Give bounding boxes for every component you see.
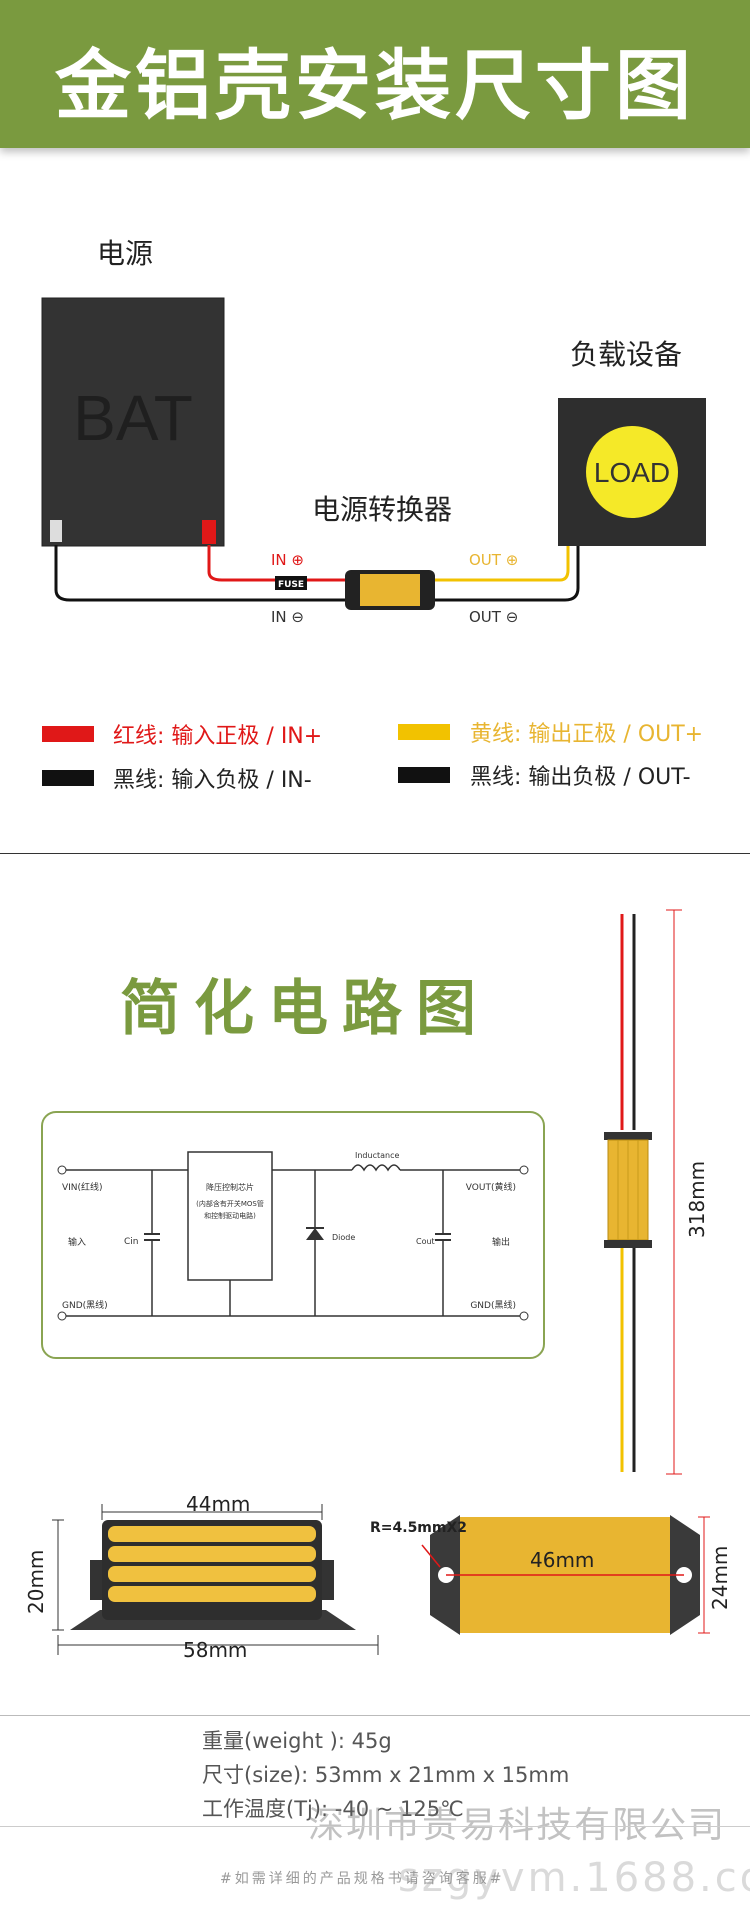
wiring-diagram: BAT LOAD FUSE IN ⊕ IN ⊖ OUT ⊕ OUT ⊖ bbox=[41, 297, 706, 626]
legend-swatch-black-out bbox=[398, 767, 450, 783]
product-side-view bbox=[52, 1504, 379, 1655]
legend-swatch-black-in bbox=[42, 770, 94, 786]
legend-desc: 输入正极 / IN+ bbox=[171, 724, 323, 749]
base-width-dimension: 58mm bbox=[183, 1638, 248, 1662]
legend-item-yellow: 黄线: 输出正极 / OUT+ bbox=[470, 716, 703, 748]
power-source-label: 电源 bbox=[97, 237, 154, 270]
cin-label: Cin bbox=[124, 1237, 139, 1247]
black-out-wire bbox=[435, 546, 580, 602]
side-height-dimension: 20mm bbox=[24, 1549, 48, 1614]
load-device-label: 负载设备 bbox=[570, 338, 683, 371]
legend-item-black-out: 黑线: 输出负极 / OUT- bbox=[470, 759, 691, 791]
output-label: 输出 bbox=[492, 1236, 510, 1248]
vout-label: VOUT(黄线) bbox=[466, 1181, 516, 1193]
spec-weight: 重量(weight ): 45g bbox=[202, 1729, 392, 1753]
legend-label: 黄线: bbox=[470, 722, 522, 747]
vin-label: VIN(红线) bbox=[62, 1181, 103, 1193]
load-circle bbox=[586, 426, 678, 518]
legend-item-red: 红线: 输入正极 / IN+ bbox=[113, 718, 322, 750]
legend-desc: 输入负极 / IN- bbox=[171, 768, 312, 793]
top-width-dimension: 44mm bbox=[186, 1492, 251, 1516]
yellow-out-wire bbox=[435, 546, 570, 582]
radius-label: R=4.5mmX2 bbox=[370, 1520, 468, 1536]
in-pos-label: IN ⊕ bbox=[271, 551, 304, 569]
out-neg-label: OUT ⊖ bbox=[469, 608, 518, 626]
circuit-diagram: VIN(红线) GND(黑线) 输入 Cin 降压控制芯片 (内部含有开关MOS… bbox=[41, 1111, 545, 1359]
footer-divider bbox=[0, 1826, 750, 1827]
chip-line3: 和控制驱动电路) bbox=[204, 1211, 256, 1220]
circuit-title: 简化电路图 bbox=[120, 974, 490, 1044]
section-divider bbox=[0, 853, 750, 854]
out-pos-label: OUT ⊕ bbox=[469, 551, 518, 569]
spec-temp: 工作温度(Tj): -40 ~ 125℃ bbox=[202, 1797, 464, 1821]
load-text: LOAD bbox=[594, 457, 670, 488]
length-dimension: 318mm bbox=[685, 1160, 709, 1238]
gnd-right-label: GND(黑线) bbox=[470, 1299, 516, 1311]
inductance-label: Inductance bbox=[355, 1151, 399, 1160]
cout-label: Cout bbox=[416, 1237, 435, 1246]
legend-label: 黑线: bbox=[470, 765, 522, 790]
legend-label: 黑线: bbox=[113, 768, 165, 793]
gnd-left-label: GND(黑线) bbox=[62, 1299, 108, 1311]
watermark-site: szgyvm.1688.com bbox=[398, 1855, 750, 1901]
legend-desc: 输出负极 / OUT- bbox=[528, 765, 691, 790]
battery-neg-terminal bbox=[50, 520, 62, 542]
specs-divider bbox=[0, 1715, 750, 1716]
watermark-company: 深圳市贵易科技有限公司 bbox=[308, 1805, 727, 1846]
spec-size: 尺寸(size): 53mm x 21mm x 15mm bbox=[202, 1763, 570, 1787]
red-in-wire bbox=[207, 545, 345, 582]
front-width-dimension: 46mm bbox=[530, 1548, 595, 1572]
legend-desc: 输出正极 / OUT+ bbox=[528, 722, 704, 747]
page-title: 金铝壳安装尺寸图 bbox=[55, 41, 695, 130]
battery-pos-terminal bbox=[202, 520, 216, 544]
in-neg-label: IN ⊖ bbox=[271, 608, 304, 626]
product-vertical-drawing bbox=[604, 909, 682, 1475]
battery-body bbox=[41, 297, 225, 547]
input-label: 输入 bbox=[68, 1236, 86, 1248]
product-front-view bbox=[421, 1515, 710, 1635]
diode-label: Diode bbox=[332, 1233, 355, 1242]
legend-swatch-yellow bbox=[398, 724, 450, 740]
black-in-wire bbox=[54, 545, 345, 602]
legend-item-black-in: 黑线: 输入负极 / IN- bbox=[113, 762, 312, 794]
converter-gold bbox=[360, 574, 420, 606]
chip-line2: (内部含有开关MOS管 bbox=[196, 1199, 264, 1208]
legend-label: 红线: bbox=[113, 724, 165, 749]
front-height-dimension: 24mm bbox=[708, 1545, 732, 1610]
chip-line1: 降压控制芯片 bbox=[206, 1182, 254, 1192]
header-banner bbox=[0, 0, 750, 148]
converter-label: 电源转换器 bbox=[312, 493, 453, 526]
legend-swatch-red bbox=[42, 726, 94, 742]
fuse-block bbox=[275, 576, 307, 590]
fuse-text: FUSE bbox=[278, 580, 304, 590]
footer-note: #如需详细的产品规格书请咨询客服# bbox=[220, 1871, 505, 1887]
battery-text: BAT bbox=[73, 382, 193, 454]
